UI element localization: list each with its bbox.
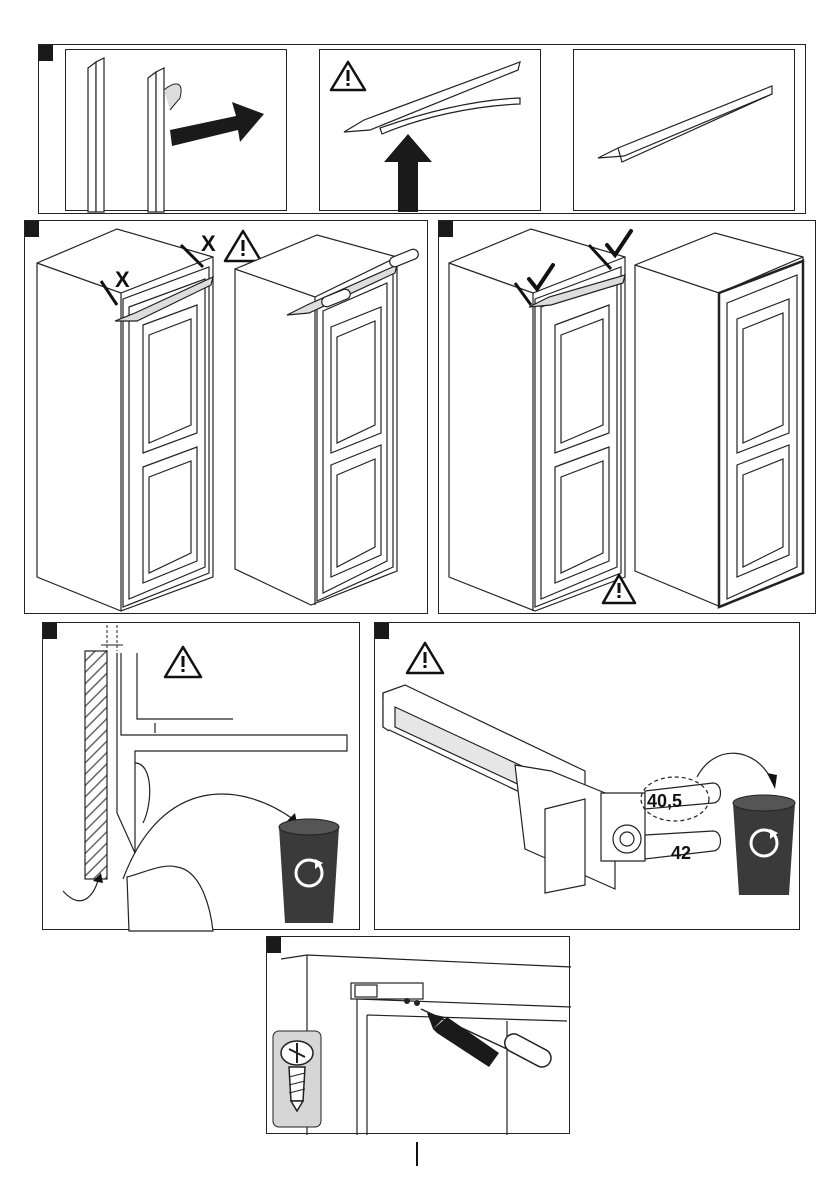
panel-peel-tape — [65, 49, 287, 211]
cross-mark-icon: X — [115, 267, 130, 292]
step-4-frame — [42, 622, 360, 930]
strip-straight-illustration — [574, 50, 796, 212]
spacer-bracket-illustration: 40,5 42 — [375, 623, 801, 931]
arrow-icon — [170, 102, 264, 146]
check-icon — [607, 231, 631, 255]
recycle-bin-icon — [733, 795, 795, 895]
step-6-frame — [266, 936, 570, 1134]
screw-mounting-illustration — [267, 937, 571, 1135]
size-label-upper: 40,5 — [647, 791, 682, 811]
cabinet-wrong-placement-illustration: X X — [25, 221, 429, 615]
screw-icon — [273, 1031, 321, 1127]
warning-triangle-icon — [331, 62, 365, 90]
warning-triangle-icon — [225, 231, 261, 261]
strip-bend-illustration — [320, 50, 542, 212]
step-1-frame — [38, 44, 806, 214]
panel-strip-straight — [573, 49, 795, 211]
page-divider — [416, 1142, 418, 1166]
step-5-frame: 40,5 42 — [374, 622, 800, 930]
step-3-frame — [438, 220, 816, 614]
arrow-icon — [384, 134, 432, 212]
warning-triangle-icon — [165, 647, 201, 677]
cross-mark-icon: X — [201, 231, 216, 256]
size-label-lower: 42 — [671, 843, 691, 863]
recycle-bin-icon — [279, 819, 339, 923]
step-badge — [39, 45, 53, 61]
side-gap-removal-illustration — [43, 623, 361, 931]
warning-triangle-icon — [407, 643, 443, 673]
panel-strip-warning — [319, 49, 541, 211]
step-2-frame: X X — [24, 220, 428, 614]
peel-tape-illustration — [66, 50, 288, 212]
cabinet-right-placement-illustration — [439, 221, 817, 615]
